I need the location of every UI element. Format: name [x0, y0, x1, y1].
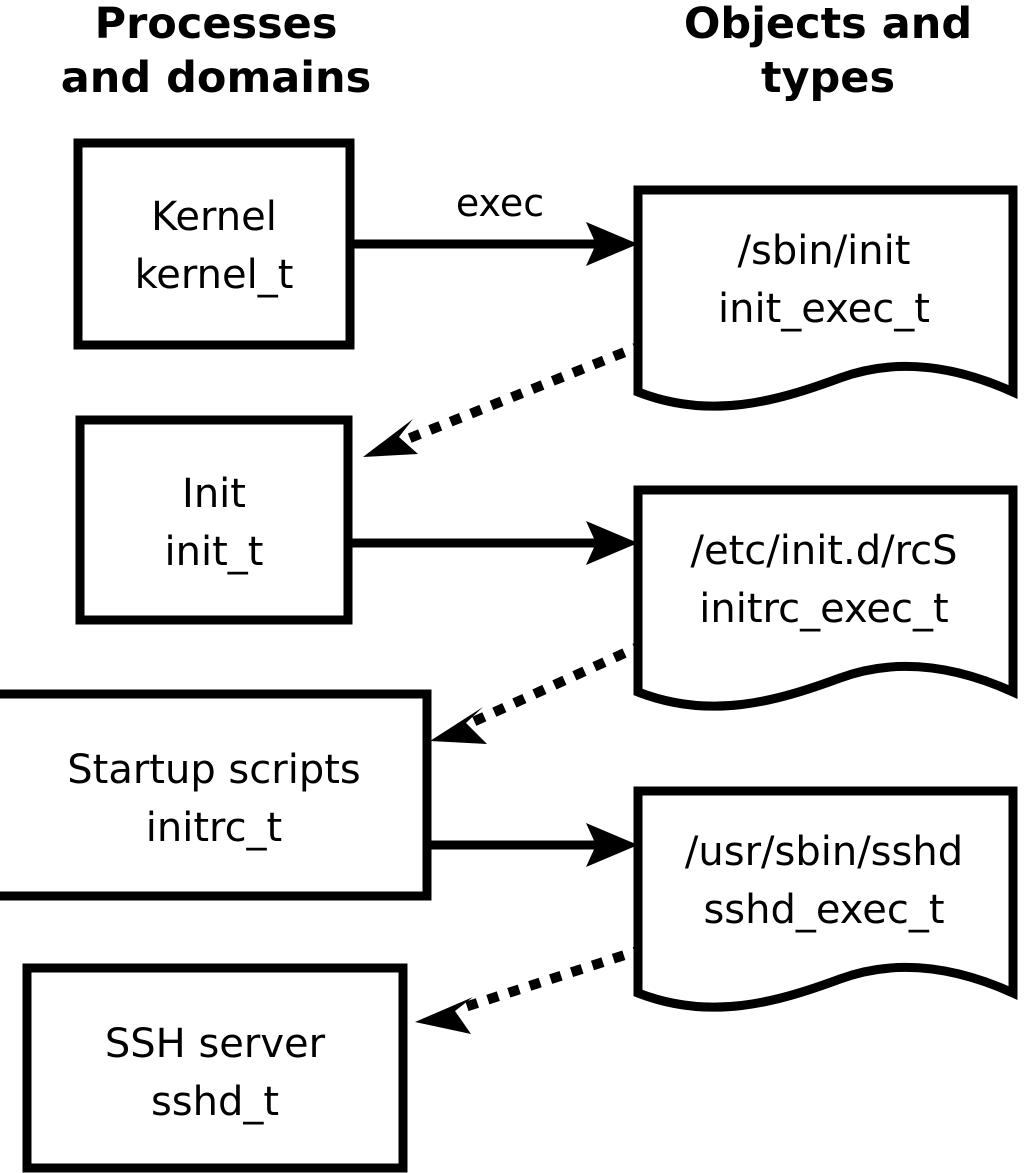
column-title-processes-line2: and domains [61, 53, 371, 103]
arrow-head-icon [415, 997, 473, 1034]
process-node-initrc-box[interactable] [0, 689, 432, 901]
edge-init-exec-initrc_exec [348, 521, 638, 565]
object-node-init_exec[interactable]: /sbin/init init_exec_t [633, 185, 1018, 411]
column-title-objects: Objects and types [684, 0, 972, 103]
process-node-sshd-box[interactable] [22, 963, 408, 1173]
process-node-init-type: init_t [165, 529, 264, 575]
process-node-initrc-type: initrc_t [146, 805, 283, 851]
column-title-processes: Processes and domains [61, 0, 371, 103]
object-node-sshd_exec-document-shape[interactable] [633, 786, 1018, 1012]
object-node-sshd_exec[interactable]: /usr/sbin/sshd sshd_exec_t [633, 786, 1018, 1012]
edge-line [393, 339, 647, 449]
arrow-head-icon [363, 419, 418, 457]
edge-init_exec-transition-init [363, 339, 647, 457]
object-node-sshd_exec-path: /usr/sbin/sshd [685, 829, 963, 875]
arrow-head-icon [430, 707, 487, 744]
edge-sshd_exec-transition-sshd [415, 943, 647, 1034]
process-node-kernel-box[interactable] [73, 138, 355, 350]
object-node-init_exec-type: init_exec_t [718, 286, 930, 332]
process-node-sshd-name: SSH server [105, 1021, 326, 1067]
process-node-initrc[interactable]: Startup scripts initrc_t [0, 689, 432, 901]
process-node-kernel-name: Kernel [151, 194, 277, 240]
process-node-sshd-type: sshd_t [151, 1079, 279, 1125]
column-title-objects-line2: types [761, 53, 895, 103]
edge-label-exec: exec [456, 181, 544, 225]
process-node-kernel-type: kernel_t [135, 252, 294, 298]
edge-line [468, 639, 647, 728]
edge-kernel-exec-init_exec: exec [350, 181, 638, 266]
column-title-objects-line1: Objects and [684, 0, 972, 49]
process-node-sshd[interactable]: SSH server sshd_t [22, 963, 408, 1173]
process-node-init[interactable]: Init init_t [75, 415, 353, 625]
arrow-head-icon [586, 222, 638, 266]
process-node-initrc-name: Startup scripts [67, 747, 360, 793]
process-node-init-name: Init [182, 471, 246, 517]
process-node-kernel[interactable]: Kernel kernel_t [73, 138, 355, 350]
object-node-init_exec-document-shape[interactable] [633, 185, 1018, 411]
object-node-initrc_exec-path: /etc/init.d/rcS [690, 528, 957, 574]
edge-initrc_exec-transition-initrc [430, 639, 647, 744]
object-node-initrc_exec-document-shape[interactable] [633, 485, 1018, 711]
object-node-initrc_exec-type: initrc_exec_t [699, 586, 948, 632]
arrow-head-icon [586, 823, 638, 867]
process-node-init-box[interactable] [75, 415, 353, 625]
edge-initrc-exec-sshd_exec [427, 823, 638, 867]
arrow-head-icon [586, 521, 638, 565]
edge-line [455, 943, 647, 1015]
object-node-sshd_exec-type: sshd_exec_t [703, 887, 944, 933]
object-node-initrc_exec[interactable]: /etc/init.d/rcS initrc_exec_t [633, 485, 1018, 711]
object-node-init_exec-path: /sbin/init [738, 228, 911, 274]
column-title-processes-line1: Processes [95, 0, 338, 49]
